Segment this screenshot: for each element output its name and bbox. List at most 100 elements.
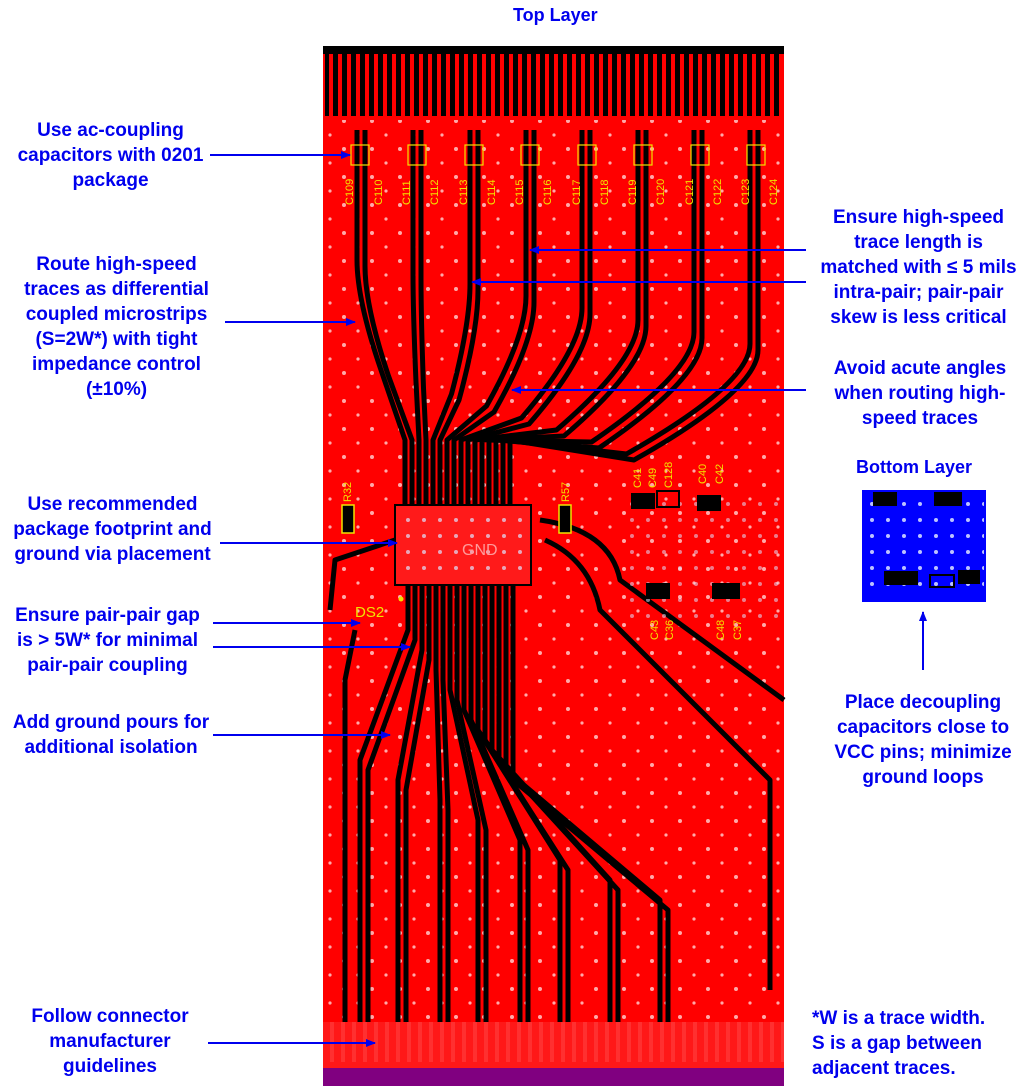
- trace: [357, 585, 411, 1022]
- annotation-line: capacitors with 0201: [17, 145, 204, 166]
- ic-ball-field: [400, 512, 526, 578]
- annotation-ac-coupling: Use ac-coupling capacitors with 0201 pac…: [8, 118, 213, 193]
- c41-label: C41: [632, 468, 644, 488]
- trace: [444, 130, 529, 505]
- annotation-line: package: [72, 170, 149, 191]
- cap-pad: [464, 144, 484, 166]
- annotation-line: trace length is: [854, 232, 983, 253]
- annotation-line: coupled microstrips: [25, 304, 208, 325]
- c40-label: C40: [697, 464, 709, 484]
- annotation-line: Follow connector: [31, 1006, 189, 1027]
- cap-label-c122: C122: [712, 179, 724, 205]
- trace: [496, 585, 621, 1022]
- cap-pad: [577, 144, 597, 166]
- cap-pad: [633, 144, 653, 166]
- annotation-line: Use recommended: [27, 494, 198, 515]
- trace: [458, 130, 585, 505]
- footnote: *W is a trace width. S is a gap between …: [812, 1006, 1030, 1081]
- trace: [430, 130, 473, 505]
- cap-pad: [350, 144, 370, 166]
- trace: [395, 585, 425, 1022]
- top-connector-bar: [323, 46, 784, 54]
- annotation-line: pair-pair coupling: [27, 655, 188, 676]
- c42-label: C42: [714, 464, 726, 484]
- footnote-line: *W is a trace width.: [812, 1008, 986, 1029]
- annotation-line: guidelines: [63, 1056, 157, 1077]
- trace: [461, 585, 523, 1022]
- trace: [482, 585, 571, 1022]
- bottom-layer-title: Bottom Layer: [856, 457, 973, 477]
- annotation-line: Add ground pours for: [12, 712, 210, 733]
- trace: [507, 130, 761, 505]
- c43-label: C43: [649, 620, 661, 640]
- trace: [433, 585, 443, 1022]
- annotation-diff-route: Route high-speed traces as differential …: [4, 252, 229, 402]
- bottom-connector-strip: [323, 1068, 784, 1086]
- trace: [503, 585, 663, 1022]
- annotation-decoupling: Place decoupling capacitors close to VCC…: [812, 690, 1034, 790]
- ds2-pin-one: [398, 596, 404, 602]
- cap-label-c124: C124: [768, 179, 780, 205]
- annotation-line: Use ac-coupling: [37, 120, 184, 141]
- ds2-label: DS2: [355, 604, 384, 621]
- trace: [437, 130, 481, 505]
- cap-pad: [690, 144, 710, 166]
- annotation-line: (±10%): [85, 379, 148, 400]
- annotation-pair-gap: Ensure pair-pair gap is > 5W* for minima…: [0, 603, 215, 678]
- annotation-line: (S=2W*) with tight: [35, 329, 198, 350]
- trace: [454, 585, 489, 1022]
- cap-pad: [407, 144, 427, 166]
- annotation-line: skew is less critical: [830, 307, 1007, 328]
- annotation-line: traces as differential: [24, 279, 209, 300]
- c37-label: C37: [732, 620, 744, 640]
- annotation-connector: Follow connector manufacturer guidelines: [10, 1004, 210, 1079]
- cap-label-c116: C116: [542, 180, 554, 205]
- trace: [451, 130, 537, 505]
- trace: [510, 585, 671, 1022]
- cap-label-c123: C123: [740, 179, 752, 205]
- trace: [486, 130, 697, 505]
- trace: [418, 130, 429, 505]
- annotation-line: impedance control: [32, 354, 201, 375]
- cap-label-c110: C110: [373, 180, 385, 205]
- bottom-layer-view: [862, 490, 986, 602]
- trace: [362, 130, 415, 505]
- trace: [539, 517, 786, 703]
- r57-label: R57: [560, 482, 572, 502]
- cap-label-c120: C120: [655, 179, 667, 205]
- annotation-line: Ensure high-speed: [832, 207, 1005, 228]
- annotation-line: manufacturer: [49, 1031, 171, 1052]
- annotation-line: matched with ≤ 5 mils: [820, 257, 1017, 278]
- trace: [365, 585, 418, 1022]
- cap-label-c118: C118: [599, 180, 611, 205]
- annotation-line: package footprint and: [13, 519, 212, 540]
- c48-label: C48: [715, 620, 727, 640]
- top-layer-title: Top Layer: [513, 5, 598, 25]
- cap-label-c113: C113: [458, 180, 470, 205]
- footnote-line: S is a gap between: [812, 1033, 982, 1054]
- annotation-line: ground via placement: [14, 544, 211, 565]
- trace: [403, 585, 432, 1022]
- annotation-line: additional isolation: [24, 737, 198, 758]
- annotation-footprint: Use recommended package footprint and gr…: [0, 492, 225, 567]
- r32-pad: [341, 504, 355, 534]
- trace: [468, 585, 531, 1022]
- high-speed-traces: [327, 130, 786, 1022]
- annotation-ground-pour: Add ground pours for additional isolatio…: [0, 710, 222, 760]
- cap-pad: [746, 144, 766, 166]
- trace: [440, 585, 451, 1022]
- annotation-line: Avoid acute angles: [833, 358, 1007, 379]
- annotation-line: intra-pair; pair-pair: [833, 282, 1004, 303]
- annotation-length-match: Ensure high-speed trace length is matche…: [806, 205, 1031, 330]
- r32-label: R32: [342, 482, 354, 502]
- annotation-acute-angles: Avoid acute angles when routing high- sp…: [815, 356, 1025, 431]
- top-connector-pins: [325, 52, 783, 116]
- annotation-line: capacitors close to: [836, 717, 1010, 738]
- c36-label: C36: [664, 620, 676, 640]
- footnote-line: adjacent traces.: [812, 1058, 956, 1079]
- trace: [354, 130, 408, 505]
- annotation-line: Ensure pair-pair gap: [15, 605, 200, 626]
- cap-label-c119: C119: [627, 180, 639, 205]
- cap-label-c114: C114: [486, 180, 498, 205]
- decoupling-area: C41 C49 C128 C40 C42 C43 C36 C48 C37: [620, 462, 780, 640]
